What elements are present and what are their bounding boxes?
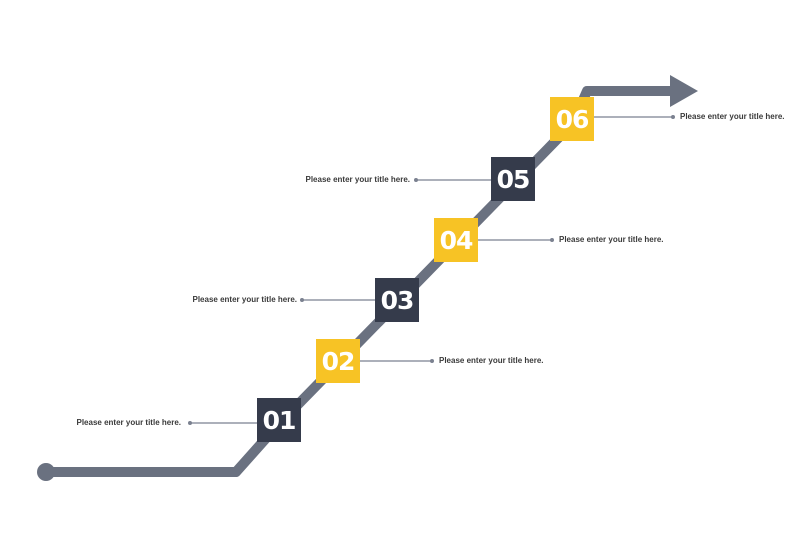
leader-dot-04 <box>550 238 554 242</box>
leader-lines <box>188 115 675 425</box>
start-dot-icon <box>37 463 55 481</box>
step-label-03: Please enter your title here. <box>192 295 298 304</box>
step-box-06: 06 <box>550 97 594 141</box>
leader-dot-01 <box>188 421 192 425</box>
leader-dot-06 <box>671 115 675 119</box>
leader-dot-03 <box>300 298 304 302</box>
step-box-04: 04 <box>434 218 478 262</box>
leader-dot-05 <box>414 178 418 182</box>
step-number: 04 <box>439 225 474 255</box>
step-number: 02 <box>321 346 356 376</box>
step-label-01: Please enter your title here. <box>76 418 182 427</box>
step-number: 05 <box>496 164 531 194</box>
step-box-05: 05 <box>491 157 535 201</box>
step-number: 01 <box>262 405 297 435</box>
step-label-04: Please enter your title here. <box>559 235 664 244</box>
step-number: 06 <box>555 104 590 134</box>
step-box-03: 03 <box>375 278 419 322</box>
leader-dot-02 <box>430 359 434 363</box>
step-box-02: 02 <box>316 339 360 383</box>
arrow-head-icon <box>670 75 698 107</box>
step-label-02: Please enter your title here. <box>439 356 544 365</box>
step-label-06: Please enter your title here. <box>680 112 785 121</box>
step-label-05: Please enter your title here. <box>305 175 411 184</box>
step-number: 03 <box>380 285 415 315</box>
progress-path <box>46 86 670 477</box>
step-box-01: 01 <box>257 398 301 442</box>
